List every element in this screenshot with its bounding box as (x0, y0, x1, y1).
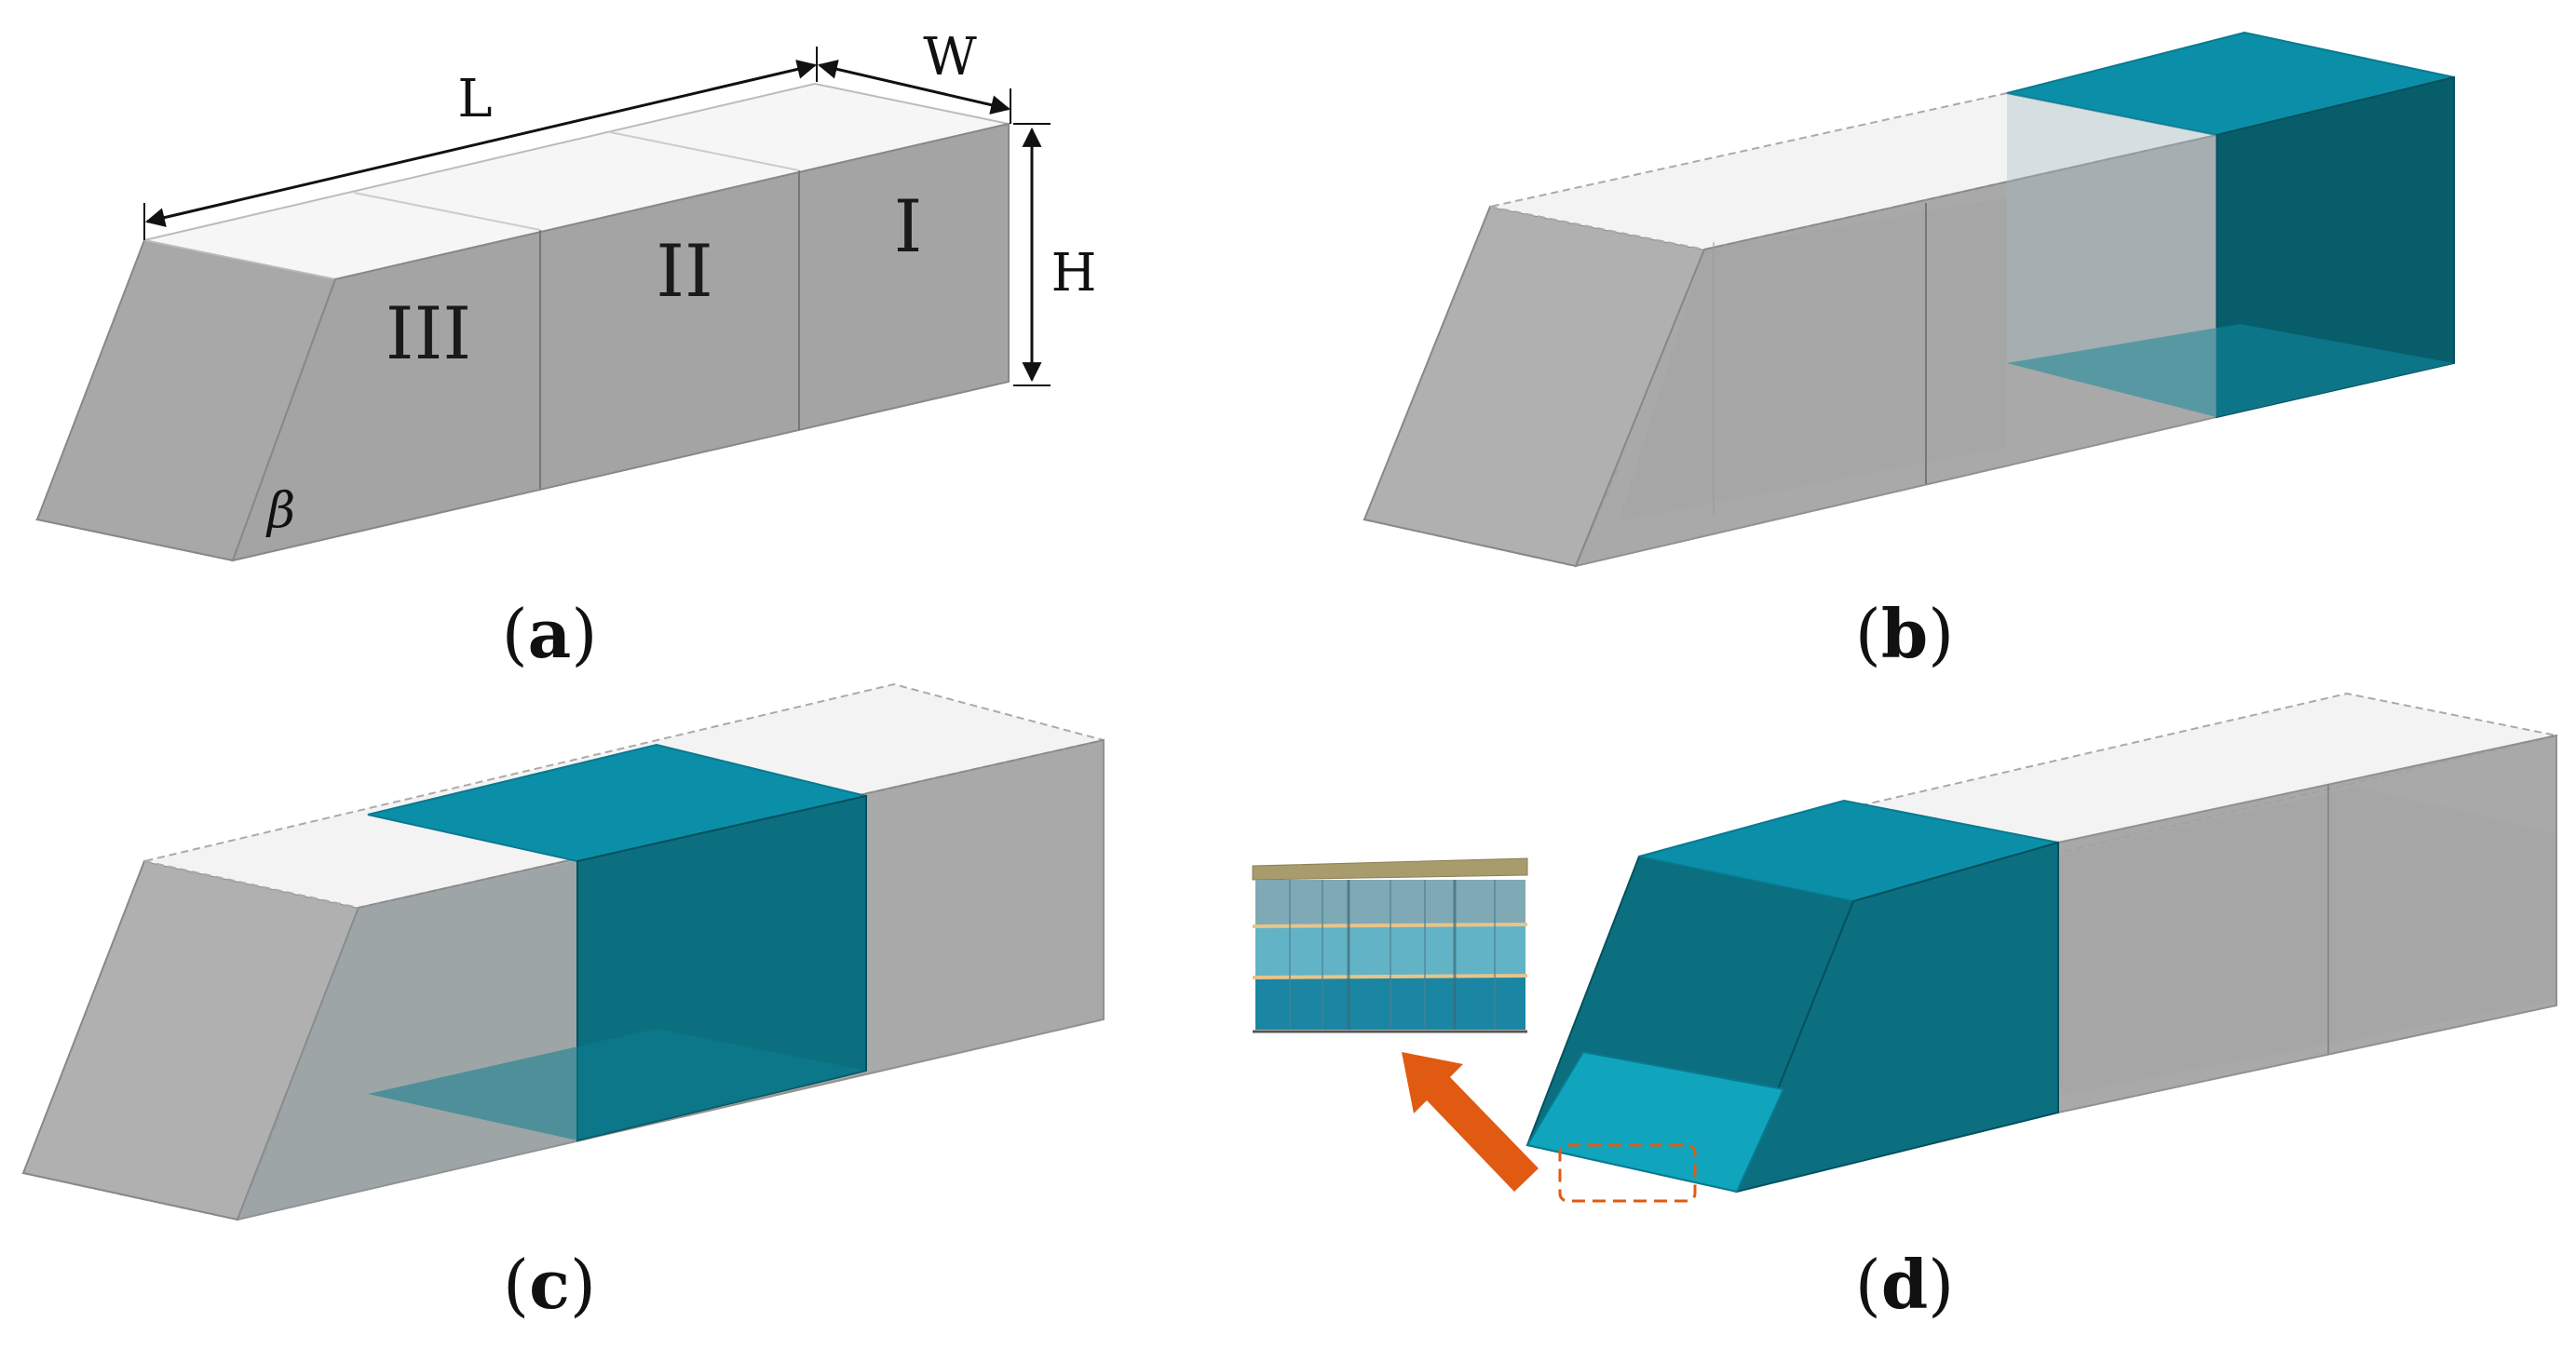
region-label-1: I (894, 185, 923, 269)
panel-b-diagram (1363, 31, 2455, 568)
material-layer-inset (1252, 857, 1528, 1033)
panel-a-front-face (231, 122, 1010, 562)
panel-d-highlight-bottom (1525, 1050, 1785, 1194)
caption-a: (a) (502, 594, 598, 673)
dimension-line-width (817, 60, 1011, 115)
panel-c-diagram (21, 682, 1105, 1221)
panel-b-highlight-bottom (2007, 324, 2454, 417)
zoom-region-box (1558, 1143, 1697, 1203)
inset-top-layer (1252, 857, 1528, 881)
panel-c-glass (237, 861, 577, 1220)
angle-label-beta: β (265, 483, 295, 539)
dimension-line-length (144, 60, 818, 227)
region-label-3: III (386, 292, 471, 376)
dimension-label-height: H (1051, 243, 1097, 304)
caption-b: (b) (1855, 594, 1955, 673)
panel-b-glass (2007, 93, 2217, 417)
zoom-arrow (1402, 1052, 1539, 1192)
dimension-label-width: W (923, 27, 977, 88)
caption-c: (c) (503, 1245, 596, 1324)
panel-d-highlight-front (1735, 841, 2059, 1194)
region-label-2: II (656, 230, 713, 314)
panel-c-highlight-bottom (368, 1029, 866, 1140)
panel-d-diagram (1252, 692, 2557, 1203)
caption-d: (d) (1855, 1245, 1955, 1324)
dimension-label-length: L (457, 69, 492, 129)
panel-a-diagram: L W H I II III β (34, 27, 1097, 562)
